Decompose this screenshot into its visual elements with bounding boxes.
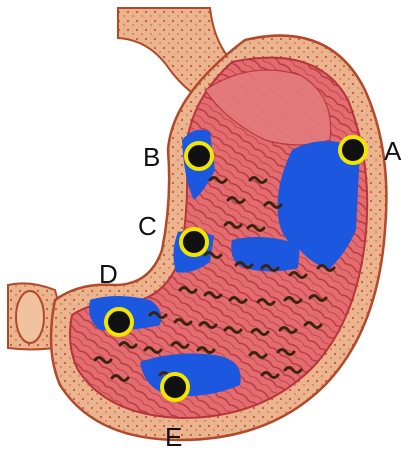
label-c: C <box>138 211 157 241</box>
marker-b <box>186 143 212 169</box>
label-e: E <box>165 422 182 452</box>
marker-d <box>106 309 132 335</box>
marker-e <box>162 374 188 400</box>
label-a: A <box>384 136 402 166</box>
label-b: B <box>143 142 160 172</box>
marker-a <box>340 137 366 163</box>
label-d: D <box>99 259 118 289</box>
marker-c <box>181 229 207 255</box>
